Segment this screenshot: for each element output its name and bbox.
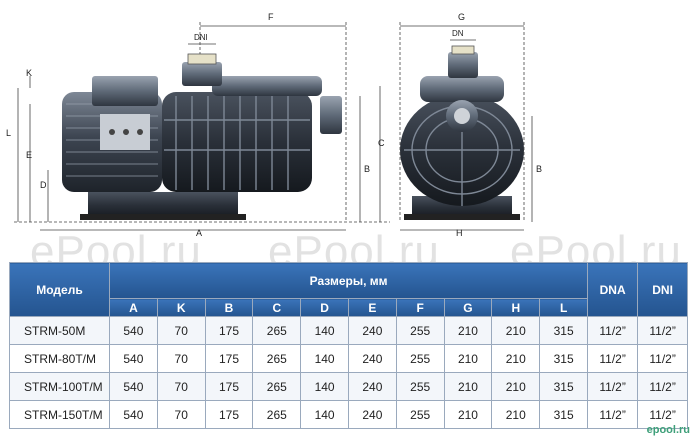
cell-dna: 11/2” xyxy=(587,344,639,373)
cell-model: STRM-80T/M xyxy=(9,344,110,373)
pump-body xyxy=(162,92,312,192)
cell-dni: 11/2” xyxy=(637,372,689,401)
label-L: L xyxy=(6,128,11,138)
header-model: Модель xyxy=(9,262,110,317)
cell-dni: 11/2” xyxy=(637,316,689,345)
cell-value: 210 xyxy=(491,316,541,345)
cell-value: 315 xyxy=(539,316,589,345)
cell-value: 175 xyxy=(204,344,254,373)
table-row: STRM-150T/M 540 70 175 265 140 240 255 2… xyxy=(9,400,689,429)
cell-dni: 11/2” xyxy=(637,400,689,429)
cell-value: 210 xyxy=(491,372,541,401)
cell-model: STRM-150T/M xyxy=(9,400,110,429)
cell-value: 240 xyxy=(347,400,397,429)
front-inlet xyxy=(448,52,478,78)
cell-value: 175 xyxy=(204,400,254,429)
dimensions-table: Модель Размеры, мм DNA DNI A K B C D E F… xyxy=(9,262,689,429)
cell-value: 540 xyxy=(109,316,158,345)
cell-dni: 11/2” xyxy=(637,344,689,373)
cell-value: 175 xyxy=(204,316,254,345)
header-col-f: F xyxy=(395,298,445,317)
cell-value: 240 xyxy=(347,372,397,401)
table-row: STRM-100T/M 540 70 175 265 140 240 255 2… xyxy=(9,372,689,401)
terminal-box xyxy=(92,76,158,106)
pump-base xyxy=(88,192,238,218)
cell-value: 265 xyxy=(252,344,302,373)
cell-value: 240 xyxy=(347,344,397,373)
label-DN: DN xyxy=(452,29,464,38)
cell-value: 255 xyxy=(395,316,445,345)
header-col-k: K xyxy=(156,298,206,317)
label-K: K xyxy=(26,68,32,78)
cell-value: 255 xyxy=(395,400,445,429)
cell-value: 265 xyxy=(252,372,302,401)
outlet-connector xyxy=(320,96,342,134)
cell-value: 315 xyxy=(539,372,589,401)
cell-value: 255 xyxy=(395,344,445,373)
cell-dna: 11/2” xyxy=(587,316,639,345)
label-B-front: B xyxy=(536,164,542,174)
header-dimensions: Размеры, мм xyxy=(108,262,589,299)
label-C: C xyxy=(378,138,385,148)
cell-value: 240 xyxy=(347,316,397,345)
front-lid xyxy=(420,76,504,102)
cell-value: 210 xyxy=(491,400,541,429)
header-col-b: B xyxy=(204,298,254,317)
label-G: G xyxy=(458,12,465,22)
header-col-d: D xyxy=(300,298,349,317)
header-dni: DNI xyxy=(637,262,689,317)
label-A: A xyxy=(196,228,202,238)
inlet-connector xyxy=(182,62,222,86)
cell-value: 255 xyxy=(395,372,445,401)
header-col-g: G xyxy=(443,298,493,317)
label-B: B xyxy=(364,164,370,174)
header-col-c: C xyxy=(252,298,302,317)
table-row: STRM-80T/M 540 70 175 265 140 240 255 21… xyxy=(9,344,689,373)
cell-value: 210 xyxy=(443,344,493,373)
pump-technical-drawing: F DNI K L E D C B A G xyxy=(6,12,542,238)
cell-value: 210 xyxy=(491,344,541,373)
cell-value: 540 xyxy=(109,344,158,373)
label-DNI: DNI xyxy=(194,33,208,42)
cell-value: 265 xyxy=(252,400,302,429)
cell-value: 70 xyxy=(156,400,206,429)
cell-value: 175 xyxy=(204,372,254,401)
cell-value: 315 xyxy=(539,400,589,429)
label-H: H xyxy=(456,228,463,238)
cell-value: 140 xyxy=(300,400,349,429)
corner-logo: epool.ru xyxy=(646,424,690,436)
cell-value: 70 xyxy=(156,344,206,373)
cell-value: 315 xyxy=(539,344,589,373)
header-col-l: L xyxy=(539,298,589,317)
cell-dna: 11/2” xyxy=(587,372,639,401)
cell-dna: 11/2” xyxy=(587,400,639,429)
cell-value: 140 xyxy=(300,316,349,345)
cell-value: 140 xyxy=(300,372,349,401)
label-F: F xyxy=(268,12,274,22)
label-D: D xyxy=(40,180,47,190)
header-col-a: A xyxy=(109,298,158,317)
filter-lid xyxy=(212,76,322,96)
label-E: E xyxy=(26,150,32,160)
header-col-e: E xyxy=(347,298,397,317)
header-col-h: H xyxy=(491,298,541,317)
cell-value: 265 xyxy=(252,316,302,345)
side-view: F DNI K L E D C B A xyxy=(6,12,390,238)
cell-model: STRM-100T/M xyxy=(9,372,110,401)
cell-value: 540 xyxy=(109,372,158,401)
cell-value: 210 xyxy=(443,400,493,429)
table-row: STRM-50M 540 70 175 265 140 240 255 210 … xyxy=(9,316,689,345)
cell-model: STRM-50M xyxy=(9,316,110,345)
cell-value: 70 xyxy=(156,372,206,401)
front-base xyxy=(412,196,512,218)
cell-value: 210 xyxy=(443,372,493,401)
cell-value: 70 xyxy=(156,316,206,345)
cell-value: 210 xyxy=(443,316,493,345)
cell-value: 140 xyxy=(300,344,349,373)
header-dna: DNA xyxy=(587,262,639,317)
cell-value: 540 xyxy=(109,400,158,429)
front-view: G DN B H xyxy=(399,12,542,238)
